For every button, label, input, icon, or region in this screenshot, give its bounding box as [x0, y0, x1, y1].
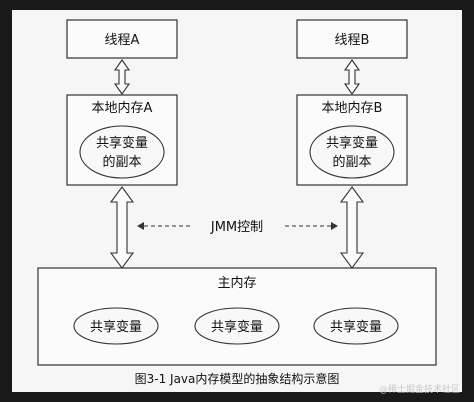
copy-a-line1: 共享变量 [96, 135, 148, 151]
shared-var-1: 共享变量 [90, 319, 142, 335]
thread-b-box [296, 19, 408, 59]
thread-a-box [66, 19, 178, 59]
shared-var-3: 共享变量 [330, 319, 382, 335]
shared-var-2: 共享变量 [211, 319, 263, 335]
main-memory-label: 主内存 [217, 275, 256, 291]
figure-caption: 图3-1 Java内存模型的抽象结构示意图 [135, 371, 340, 386]
local-b-main-double-arrow [339, 186, 365, 269]
thread-a-double-arrow [113, 59, 131, 95]
thread-a-label: 线程A [105, 33, 140, 48]
jmm-control-label: JMM控制 [210, 220, 263, 235]
thread-b-label: 线程B [335, 33, 370, 48]
copy-b-line2: 的副本 [332, 154, 371, 170]
shared-var-oval-1 [73, 307, 159, 345]
shared-var-oval-2 [194, 307, 280, 345]
copy-b-line1: 共享变量 [326, 135, 378, 151]
copy-a-line2: 的副本 [102, 154, 141, 170]
watermark: @稀土掘金技术社区 [379, 383, 460, 395]
copy-b-oval [309, 125, 395, 179]
local-memory-b-label: 本地内存B [322, 100, 383, 116]
local-memory-a-label: 本地内存A [92, 100, 153, 116]
thread-b-double-arrow [343, 59, 361, 95]
local-a-main-double-arrow [109, 186, 135, 269]
copy-a-oval [79, 125, 165, 179]
shared-var-oval-3 [313, 307, 399, 345]
